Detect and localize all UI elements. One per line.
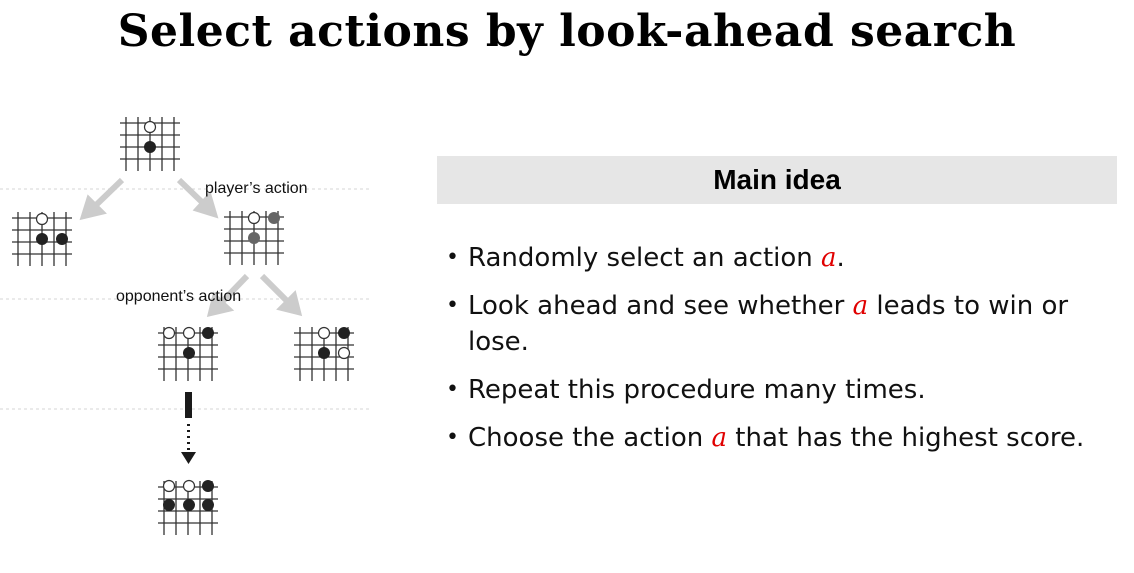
white-stone xyxy=(182,326,196,340)
white-stone xyxy=(162,326,176,340)
player-action-label: player’s action xyxy=(205,180,308,197)
action-variable: a xyxy=(852,291,869,321)
game-tree-diagram: player’s action opponent’s action xyxy=(0,117,370,535)
branch-arrow xyxy=(206,273,250,318)
go-board-terminal xyxy=(158,479,218,535)
white-stone xyxy=(317,326,331,340)
bullet-item: Look ahead and see whether a leads to wi… xyxy=(446,288,1126,360)
bullet-text: that has the highest score. xyxy=(727,423,1085,453)
white-stone xyxy=(337,346,351,360)
black-stone xyxy=(163,499,175,511)
slide-title: Select actions by look-ahead search xyxy=(117,6,1017,57)
black-stone xyxy=(56,233,68,245)
bullet-text: . xyxy=(836,243,845,273)
white-stone xyxy=(143,120,157,134)
go-board-opponent-right xyxy=(294,326,354,381)
white-stone xyxy=(162,479,176,493)
opponent-action-label: opponent’s action xyxy=(116,288,241,305)
go-board-player-action xyxy=(224,211,284,265)
gray-stone xyxy=(248,232,260,244)
bullet-text: Repeat this procedure many times. xyxy=(468,375,926,405)
main-idea-header: Main idea xyxy=(437,156,1117,204)
black-stone xyxy=(202,480,214,492)
black-stone xyxy=(202,327,214,339)
black-stone xyxy=(183,499,195,511)
black-stone xyxy=(202,499,214,511)
branch-arrow xyxy=(176,177,219,219)
black-stone xyxy=(144,141,156,153)
black-stone xyxy=(36,233,48,245)
branch-arrow xyxy=(79,177,125,221)
white-stone xyxy=(182,479,196,493)
bullet-item: Choose the action a that has the highest… xyxy=(446,420,1126,456)
go-board-root xyxy=(120,117,180,171)
bullet-text: leads to win or lose. xyxy=(468,291,1069,357)
go-board-opponent-left xyxy=(158,326,218,381)
white-stone xyxy=(35,212,49,226)
go-board-left-child xyxy=(12,212,72,266)
rollout-arrow xyxy=(181,392,196,464)
action-variable: a xyxy=(711,423,727,453)
white-stone xyxy=(247,211,261,225)
branch-arrow xyxy=(259,273,303,317)
bullet-text: Look ahead and see whether xyxy=(468,291,853,321)
gray-stone xyxy=(268,212,280,224)
main-idea-list: Randomly select an action a. Look ahead … xyxy=(446,240,1126,468)
bullet-item: Randomly select an action a. xyxy=(446,240,1126,276)
black-stone xyxy=(338,327,350,339)
bullet-text: Choose the action xyxy=(468,423,712,453)
black-stone xyxy=(183,347,195,359)
black-stone xyxy=(318,347,330,359)
bullet-text: Randomly select an action xyxy=(468,243,822,273)
bullet-item: Repeat this procedure many times. xyxy=(446,372,1126,408)
action-variable: a xyxy=(821,243,837,273)
